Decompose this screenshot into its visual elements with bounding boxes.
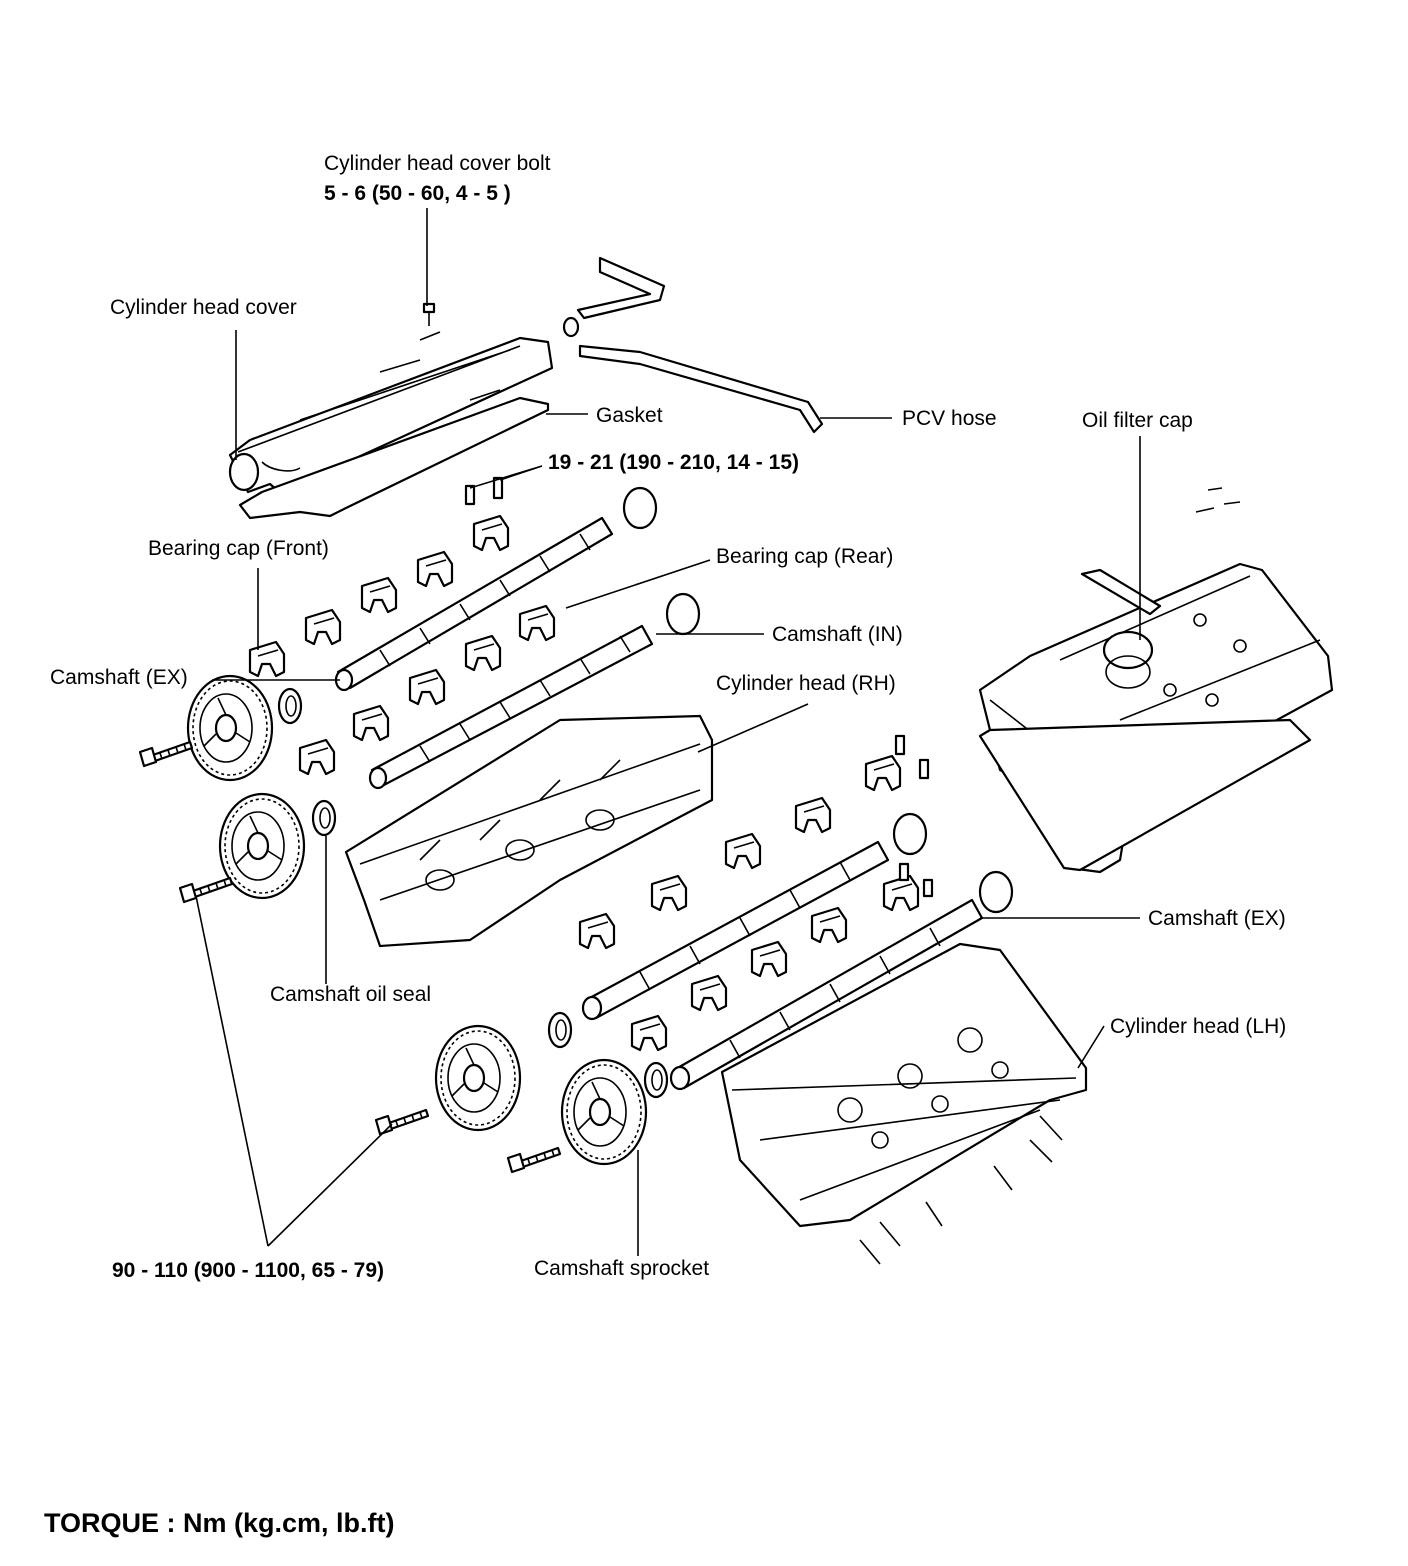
gasket <box>238 396 550 520</box>
sprocket-bolt <box>374 1108 430 1136</box>
sprocket-lower <box>434 1024 522 1132</box>
o-ring <box>978 870 1014 914</box>
gasket-label: Gasket <box>596 404 663 427</box>
cap-bolt-torque: 19 - 21 (190 - 210, 14 - 15) <box>548 451 799 474</box>
sprocket-upper <box>186 674 274 782</box>
head-cover-lh <box>978 487 1334 874</box>
camshaft-oil-seal-label: Camshaft oil seal <box>270 983 432 1006</box>
cylinder-head-rh-part <box>344 714 714 948</box>
oil-seal-lower <box>547 1011 573 1049</box>
pcv-hose <box>562 256 824 434</box>
cover-bolt <box>422 302 436 326</box>
oil-seal-lower-2 <box>643 1061 669 1099</box>
sprocket-bolt-torque: 90 - 110 (900 - 1100, 65 - 79) <box>112 1259 385 1282</box>
cylinder-head-rh-label: Cylinder head (RH) <box>716 672 896 695</box>
torque-units-title: TORQUE : Nm (kg.cm, lb.ft) <box>44 1508 395 1538</box>
bearing-cap-rear-label: Bearing cap (Rear) <box>716 545 894 568</box>
cover-bolt-torque: 5 - 6 (50 - 60, 4 - 5 ) <box>324 182 511 205</box>
camshaft-in-lh <box>581 840 890 1021</box>
sprocket-bolt <box>138 740 194 768</box>
cylinder-head-lh-part <box>720 942 1088 1265</box>
bearing-caps-rh <box>248 476 556 776</box>
oil-seal-upper <box>277 687 303 725</box>
oil-seal-upper-2 <box>311 799 337 837</box>
bearing-cap-front-label: Bearing cap (Front) <box>148 537 329 560</box>
sprocket-bolt <box>178 876 234 904</box>
camshaft-ex-right-label: Camshaft (EX) <box>1148 907 1286 930</box>
camshaft-ex-rh <box>334 516 614 692</box>
camshaft-sprocket-label: Camshaft sprocket <box>534 1257 710 1280</box>
sprocket-lower-2 <box>560 1058 648 1166</box>
leader-lines <box>195 208 1141 1256</box>
o-ring <box>892 812 928 856</box>
head-cover-label: Cylinder head cover <box>110 296 297 319</box>
o-ring <box>622 486 658 530</box>
oil-filter-cap-label: Oil filter cap <box>1082 409 1193 432</box>
bearing-caps-lh <box>578 734 934 1052</box>
o-ring <box>665 592 701 636</box>
pcv-hose-label: PCV hose <box>902 407 997 430</box>
camshaft-in-rh <box>368 624 654 790</box>
cylinder-head-lh-label: Cylinder head (LH) <box>1110 1015 1287 1038</box>
camshaft-ex-left-label: Camshaft (EX) <box>50 666 188 689</box>
camshaft-in-label: Camshaft (IN) <box>772 623 903 646</box>
cylinder-head-cover <box>228 331 554 500</box>
cover-bolt-label: Cylinder head cover bolt <box>324 152 551 175</box>
sprocket-bolt <box>506 1146 562 1174</box>
